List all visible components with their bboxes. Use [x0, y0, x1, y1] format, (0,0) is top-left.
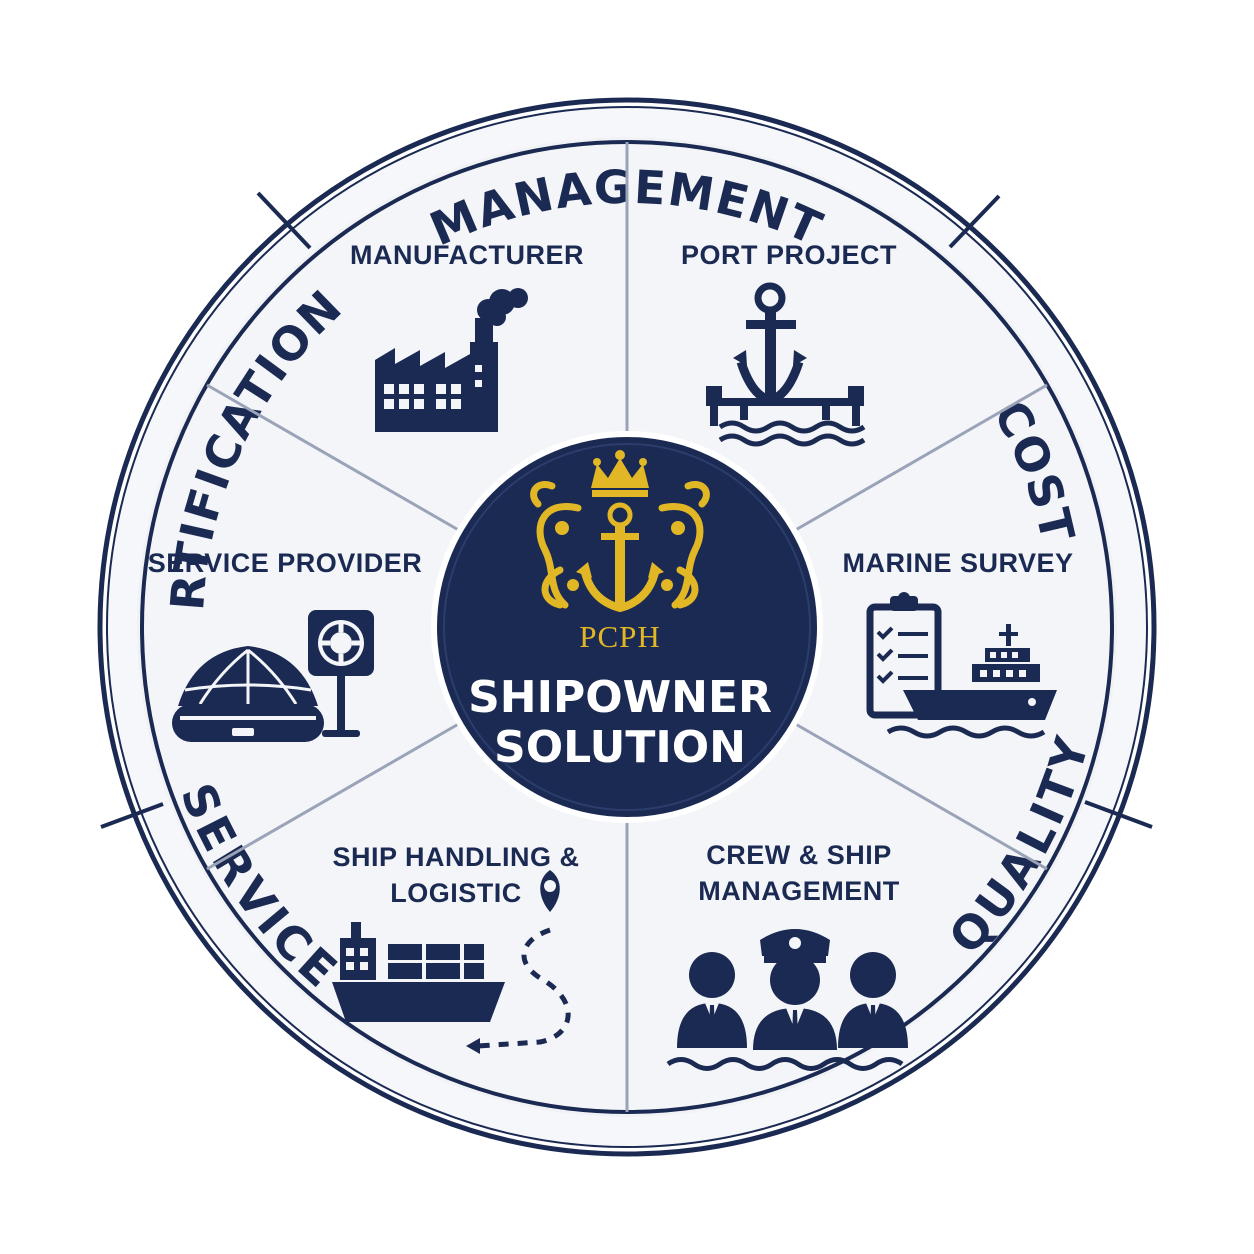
- segment-label-marine-survey: MARINE SURVEY: [842, 548, 1073, 578]
- clipboard-ship-icon: [866, 592, 1057, 739]
- segment-label-port-project: PORT PROJECT: [681, 240, 897, 270]
- ring-divider: [948, 194, 1001, 249]
- center-title-line1: SHIPOWNER: [468, 672, 772, 723]
- crown-anchor-crest-icon: [530, 450, 710, 613]
- ring-dividers: [100, 191, 1153, 829]
- ring-divider: [100, 802, 164, 829]
- segment-dividers: [206, 142, 1048, 1112]
- factory-icon: [375, 288, 528, 432]
- segment-label-service-provider: SERVICE PROVIDER: [148, 548, 423, 578]
- brand-name: PCPH: [579, 619, 661, 654]
- liferaft-lifebuoy-icon: [172, 610, 374, 742]
- ring-divider: [256, 191, 312, 250]
- segment-label-crew-line2: MANAGEMENT: [698, 876, 900, 906]
- ring-divider: [1084, 800, 1153, 829]
- segment-label-ship-handling-line2: LOGISTIC: [390, 878, 522, 908]
- segment-label-manufacturer: MANUFACTURER: [350, 240, 584, 270]
- center-hub: [431, 431, 823, 823]
- cargo-ship-route-icon: [332, 870, 571, 1054]
- segment-label-crew-line1: CREW & SHIP: [706, 840, 892, 870]
- center-title-line2: SOLUTION: [494, 722, 746, 773]
- crew-icon: [666, 929, 908, 1071]
- segment-label-ship-handling-line1: SHIP HANDLING &: [332, 842, 579, 872]
- anchor-pier-icon: [706, 282, 866, 447]
